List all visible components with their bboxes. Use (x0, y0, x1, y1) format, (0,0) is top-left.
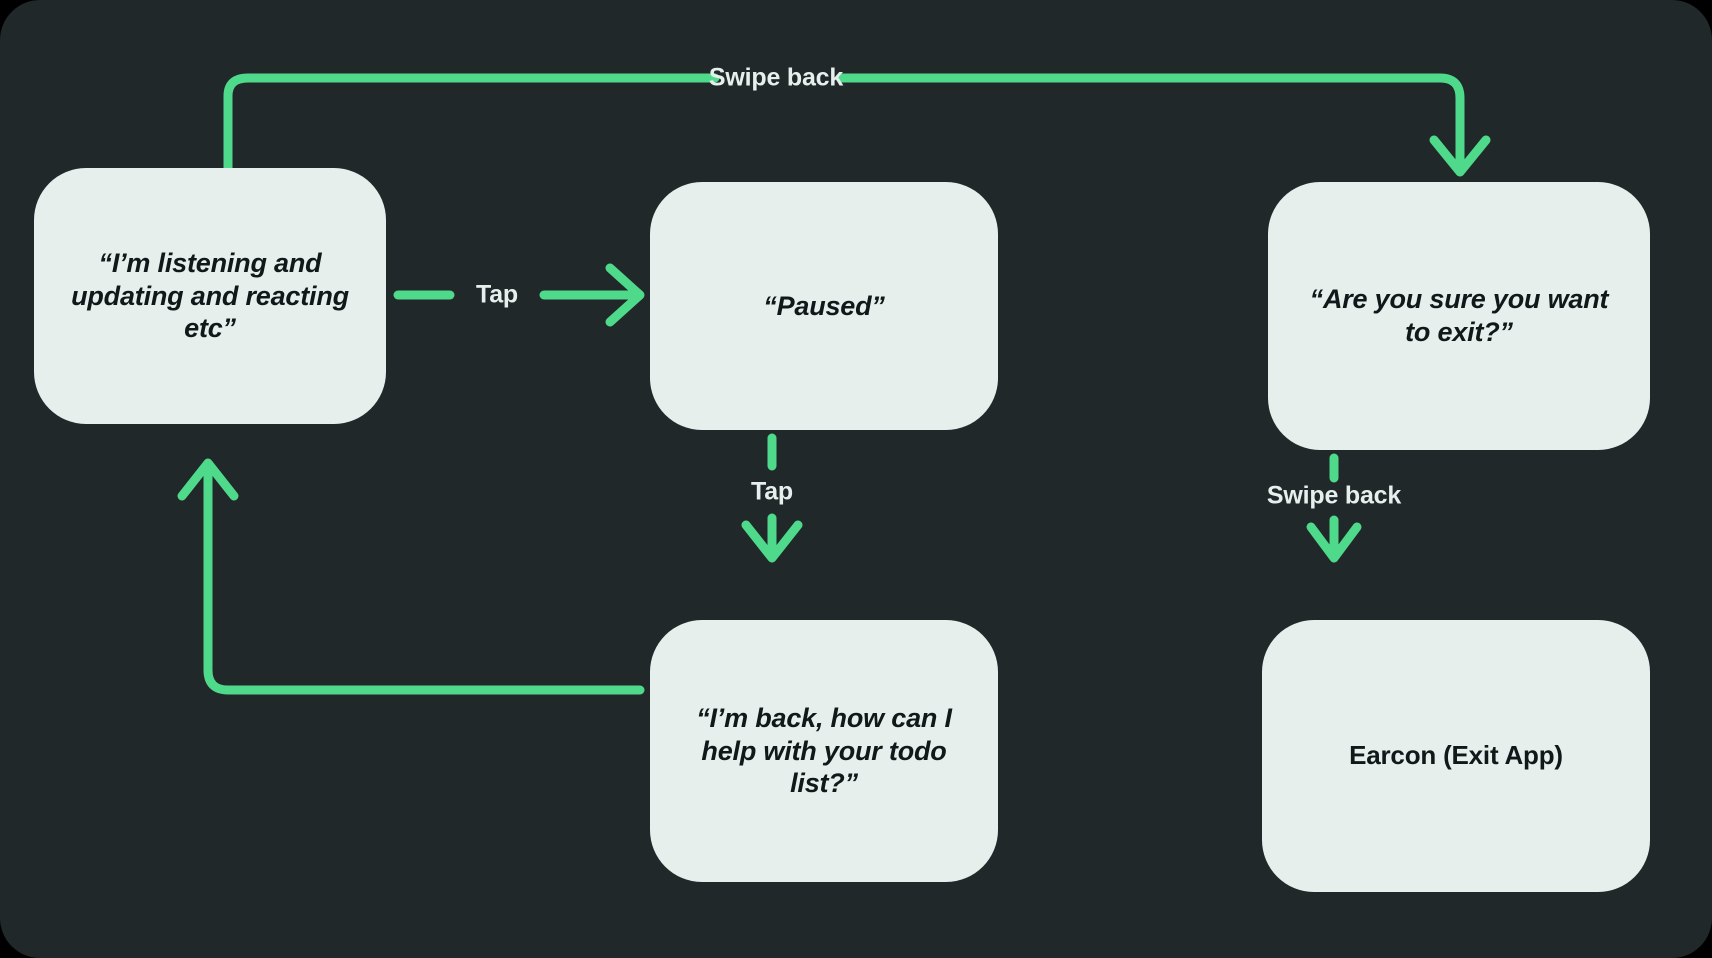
edge-listening-to-confirm-arrowhead (1429, 135, 1491, 177)
edge-paused-to-back-arrowhead (741, 520, 803, 563)
node-confirm[interactable]: “Are you sure you want to exit?” (1268, 182, 1650, 450)
edge-back-to-listening-arrowhead (177, 458, 239, 501)
edge-label-tap-down: Tap (751, 477, 793, 506)
node-paused-label: “Paused” (763, 290, 885, 321)
edge-label-tap-right: Tap (476, 280, 518, 309)
edge-listening-to-paused-arrowhead (605, 263, 645, 327)
node-confirm-label: “Are you sure you want to exit?” (1309, 284, 1609, 347)
node-back-label: “I’m back, how can I help with your todo… (696, 702, 952, 799)
edge-back-to-listening-path (203, 465, 645, 695)
edge-label-swipe-back-right: Swipe back (1266, 481, 1402, 510)
node-listening-label: “I’m listening and updating and reacting… (71, 247, 349, 344)
edge-label-swipe-back-top: Swipe back (708, 63, 844, 92)
edge-listening-to-confirm-path-right (835, 73, 1465, 170)
node-back[interactable]: “I’m back, how can I help with your todo… (650, 620, 998, 882)
node-earcon[interactable]: Earcon (Exit App) (1262, 620, 1650, 892)
node-paused[interactable]: “Paused” (650, 182, 998, 430)
node-listening[interactable]: “I’m listening and updating and reacting… (34, 168, 386, 424)
edge-listening-to-confirm-path (223, 73, 720, 173)
edge-confirm-to-earcon-arrowhead (1306, 522, 1362, 563)
node-earcon-label: Earcon (Exit App) (1349, 740, 1563, 771)
